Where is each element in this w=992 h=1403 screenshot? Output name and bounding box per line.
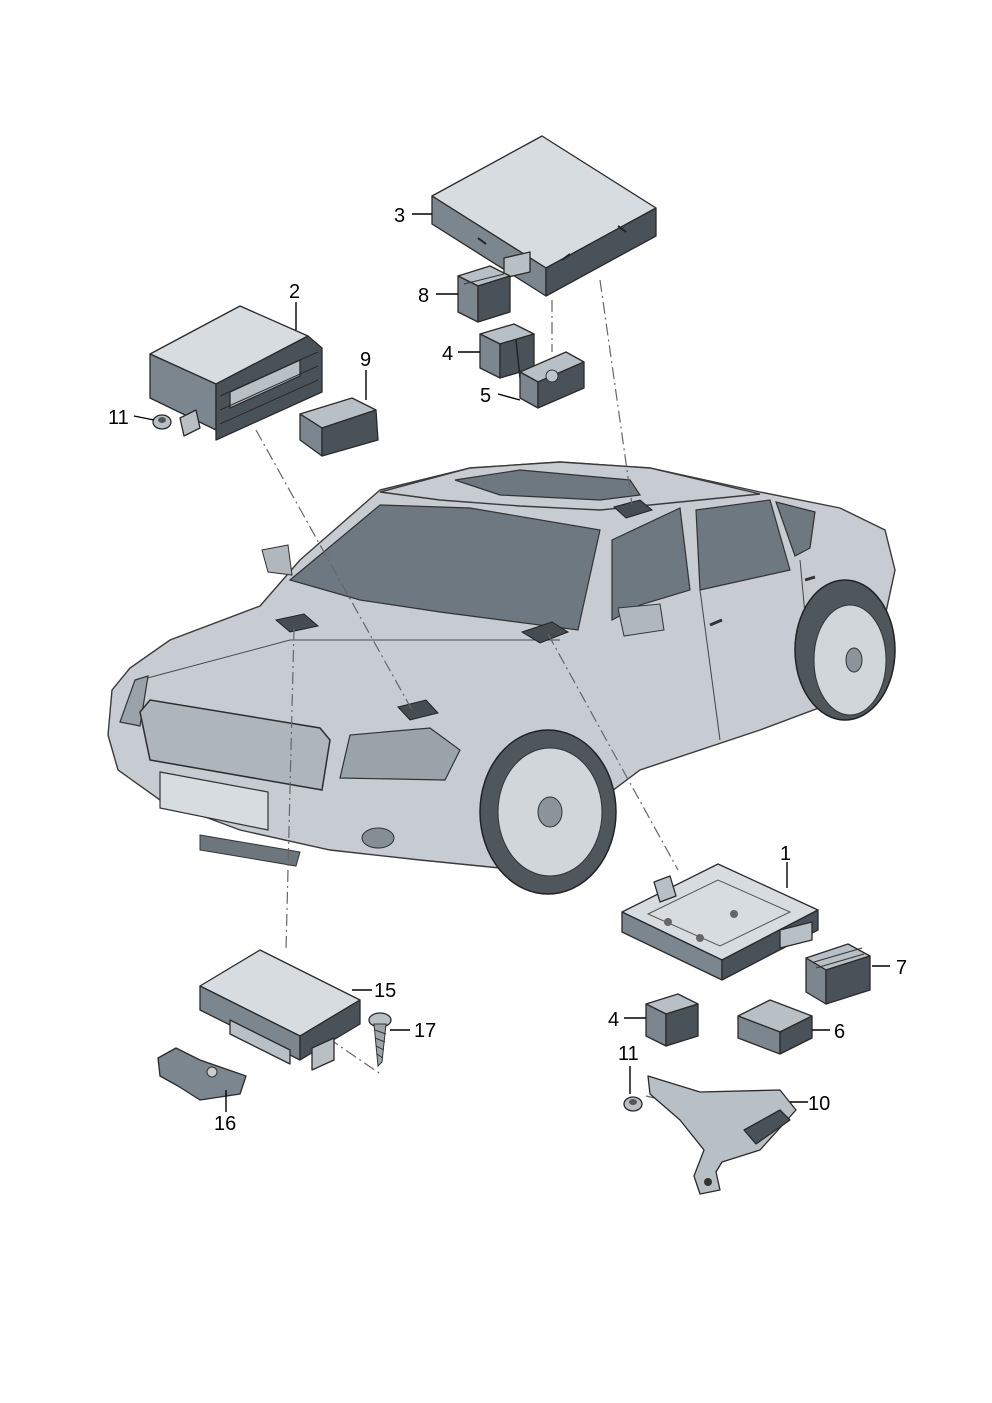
part-15-control-unit — [199, 949, 361, 1071]
callout-4-top: 4 — [442, 343, 453, 365]
location-pad-hood-right — [397, 699, 439, 721]
callout-8: 8 — [418, 285, 429, 307]
callout-11-top: 11 — [108, 407, 129, 429]
callout-9: 9 — [360, 349, 371, 371]
callout-6: 6 — [834, 1021, 845, 1043]
car-illustration — [107, 461, 896, 895]
part-7-connector — [805, 943, 871, 1005]
callout-5: 5 — [480, 385, 491, 407]
part-11-nut-bottom — [623, 1096, 643, 1112]
part-6-connector — [737, 999, 813, 1055]
part-16-connector — [157, 1047, 247, 1101]
part-3-control-unit — [431, 135, 657, 297]
part-8-connector — [457, 265, 511, 323]
part-11-nut-top — [152, 414, 172, 430]
part-4-connector-bottom — [645, 993, 699, 1047]
callout-11-bottom: 11 — [618, 1043, 639, 1065]
location-pad-hood-left — [274, 613, 320, 633]
location-pad-dash — [520, 621, 570, 644]
callout-2: 2 — [289, 281, 300, 303]
callout-7: 7 — [896, 957, 907, 979]
part-9-switch — [299, 397, 379, 457]
callout-1: 1 — [780, 843, 791, 865]
part-5-connector — [519, 351, 585, 409]
location-lines — [255, 279, 681, 1105]
part-1-control-unit — [621, 863, 819, 981]
callout-16: 16 — [214, 1113, 236, 1135]
callout-4-bottom: 4 — [608, 1009, 619, 1031]
leader-lines — [133, 213, 890, 1112]
part-2-control-unit — [149, 305, 323, 441]
part-10-bracket — [647, 1075, 797, 1195]
part-17-screw — [368, 1012, 392, 1068]
part-4-connector-top — [479, 323, 535, 379]
callout-10: 10 — [808, 1093, 830, 1115]
callout-3: 3 — [394, 205, 405, 227]
callouts: 1 2 3 4 4 5 6 7 8 9 10 11 11 15 16 17 — [108, 205, 907, 1135]
callout-17: 17 — [414, 1020, 436, 1042]
callout-15: 15 — [374, 980, 396, 1002]
